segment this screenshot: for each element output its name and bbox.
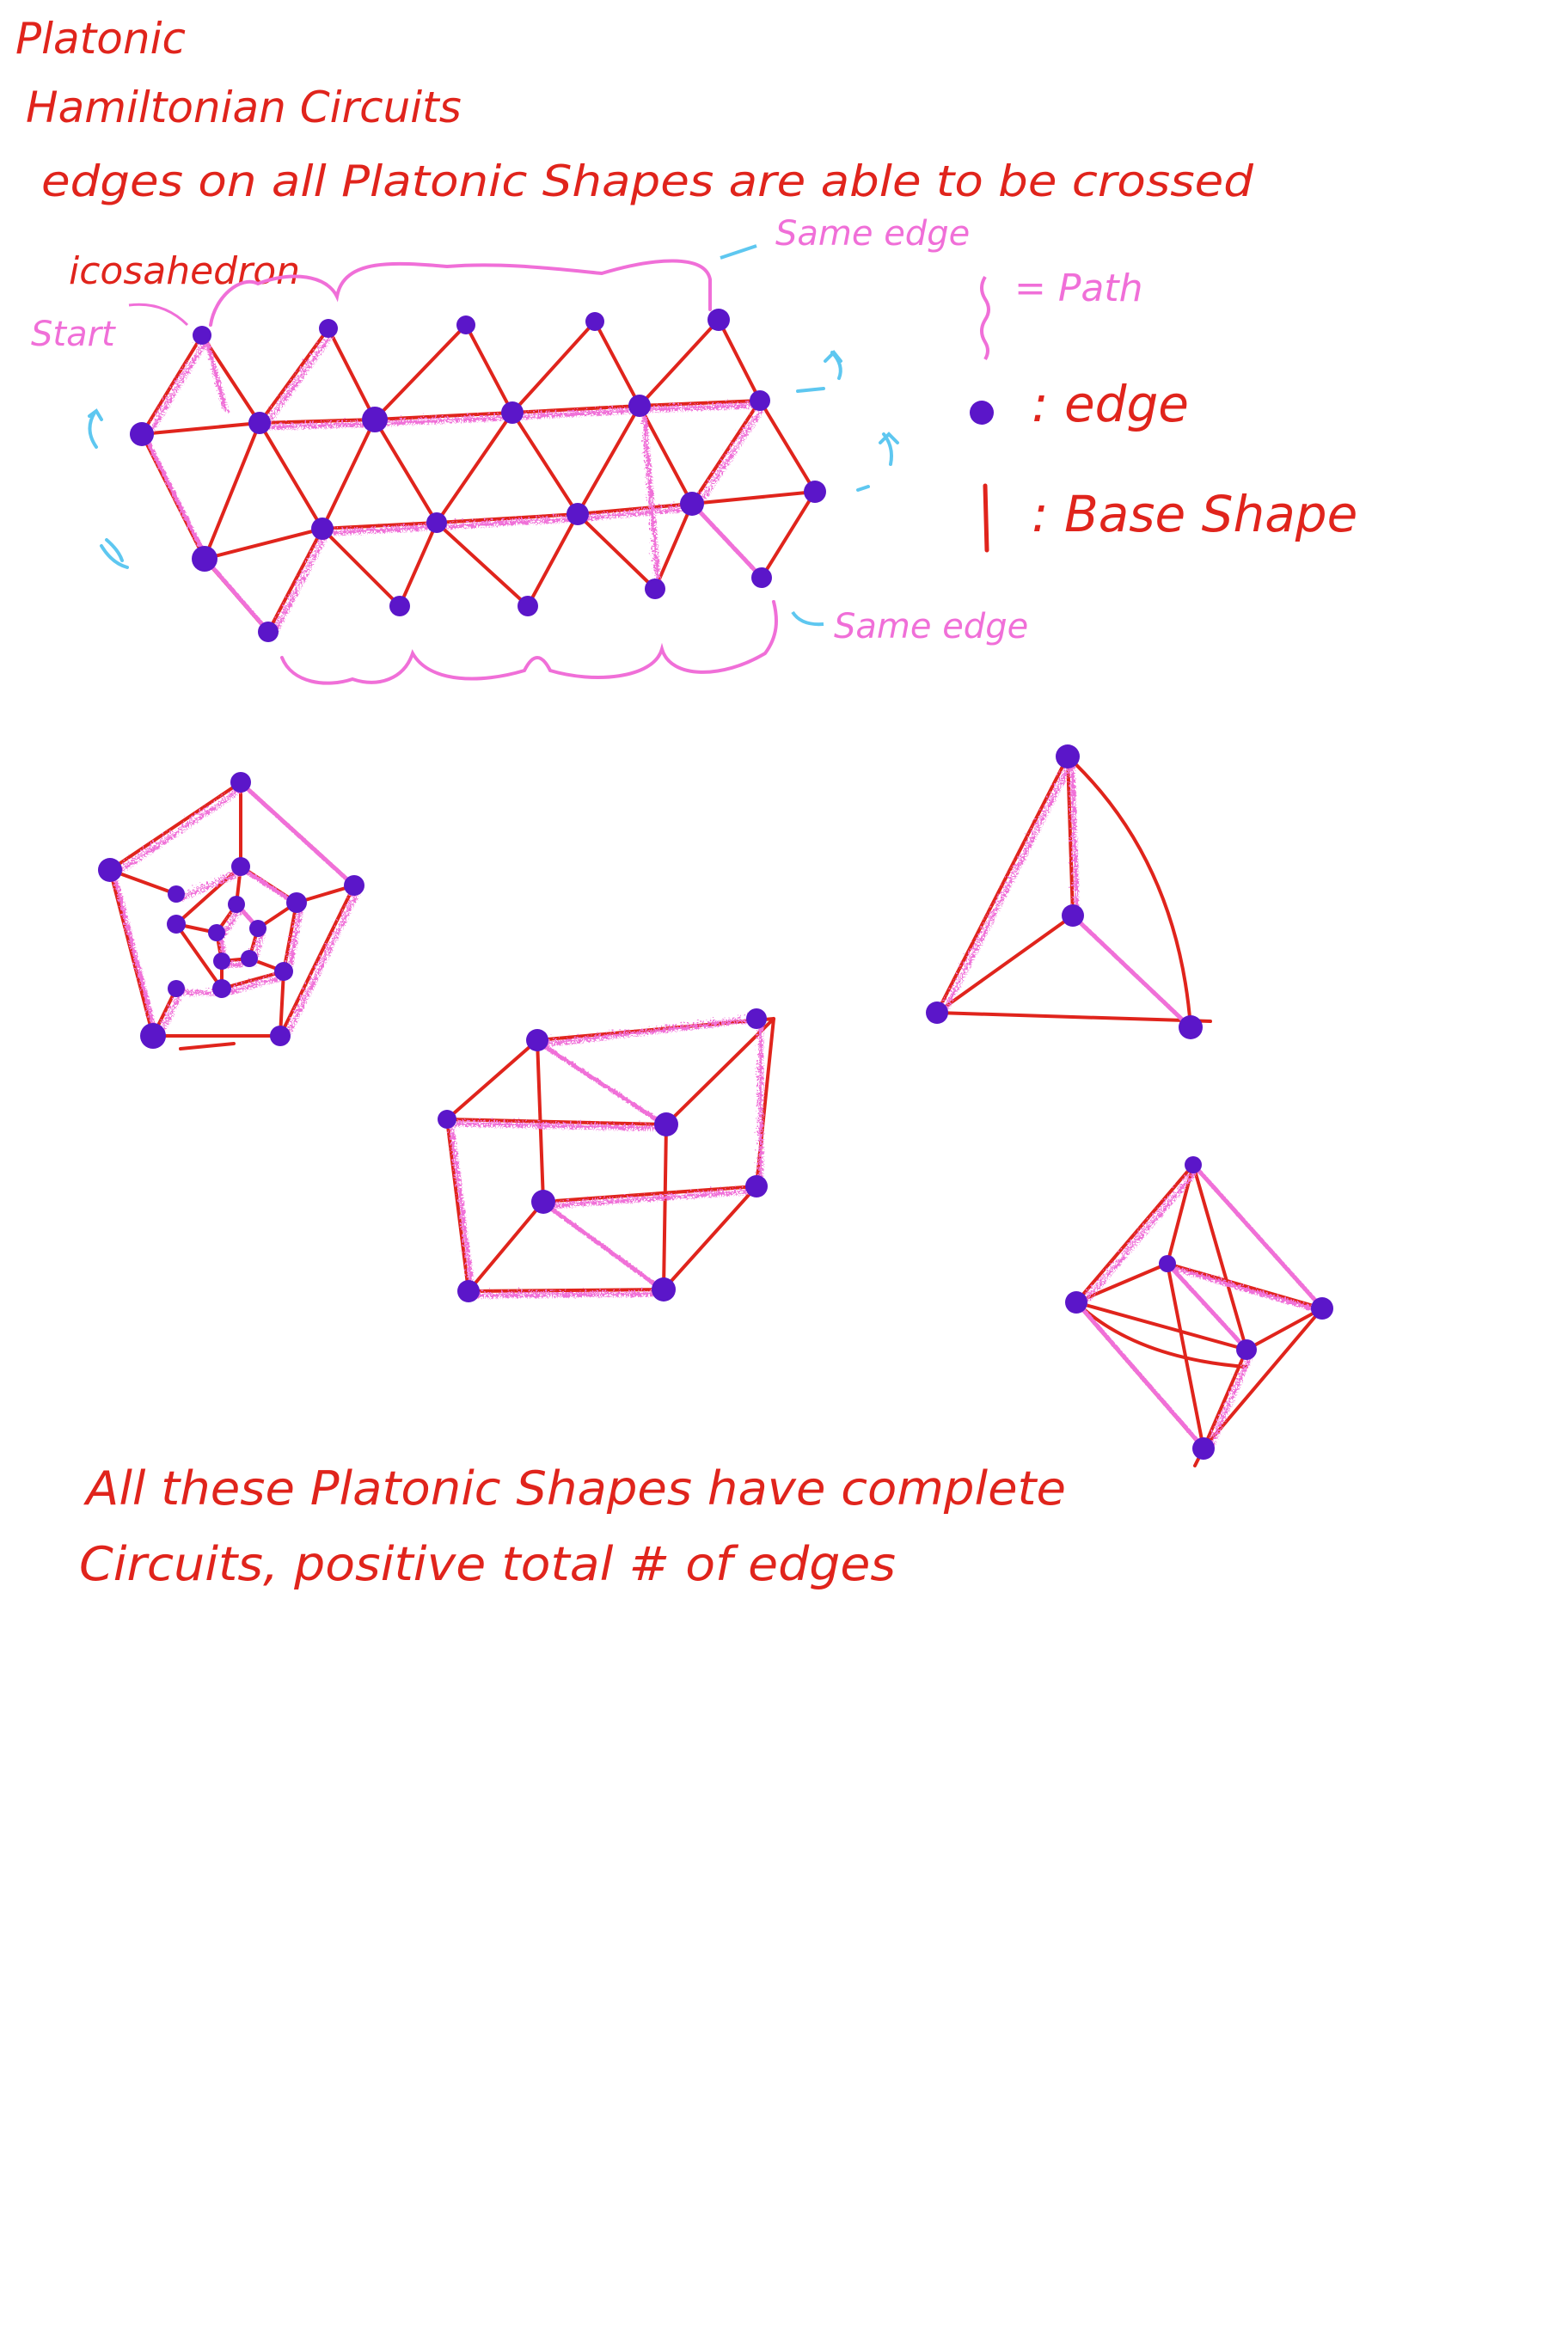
notes-subtitle: Hamiltonian Circuits bbox=[26, 83, 462, 132]
icosahedron-net: icosahedron Start Same edge Same edge bbox=[31, 214, 1028, 685]
icosahedron-same-edge-brackets bbox=[209, 259, 778, 685]
heading-notes: Platonic Hamiltonian Circuits edges on a… bbox=[15, 14, 1253, 206]
dodecahedron-vertices bbox=[98, 772, 364, 1049]
conclusion-line-2: Circuits, positive total # of edges bbox=[79, 1537, 896, 1591]
icosahedron-rotation-arrows bbox=[88, 350, 899, 569]
notes-statement: edges on all Platonic Shapes are able to… bbox=[41, 156, 1253, 206]
start-label: Start bbox=[31, 315, 116, 354]
notes-title: Platonic bbox=[15, 14, 186, 64]
tetrahedron-hamilton-path bbox=[934, 755, 1193, 1030]
legend-vertex-swatch bbox=[970, 401, 994, 425]
same-edge-top-label: Same edge bbox=[775, 214, 970, 254]
tetrahedron bbox=[926, 744, 1212, 1039]
legend-path: = Path bbox=[980, 266, 1143, 361]
legend: = Path : edge : Base Shape bbox=[970, 266, 1357, 553]
icosahedron-vertices bbox=[130, 309, 826, 642]
conclusion-notes: All these Platonic Shapes have complete … bbox=[79, 1461, 1066, 1591]
legend-vertex-label: : edge bbox=[1032, 375, 1189, 433]
rotate-arrow-left-bottom bbox=[100, 538, 129, 569]
octahedron bbox=[1065, 1156, 1333, 1467]
legend-path-swatch bbox=[980, 275, 990, 361]
icosahedron-hamilton-path bbox=[139, 326, 764, 634]
icosahedron-base-edges bbox=[140, 318, 817, 635]
conclusion-line-1: All these Platonic Shapes have complete bbox=[83, 1461, 1066, 1516]
start-pointer bbox=[128, 303, 189, 327]
octahedron-hamilton-path bbox=[1074, 1162, 1325, 1451]
rotate-arrow-right-bottom bbox=[856, 432, 899, 492]
legend-base: : Base Shape bbox=[983, 483, 1357, 553]
same-edge-bottom-pointer bbox=[791, 610, 824, 627]
same-edge-bottom-label: Same edge bbox=[834, 607, 1028, 646]
legend-vertex: : edge bbox=[970, 375, 1189, 433]
cube bbox=[438, 1008, 775, 1302]
icosahedron-label: icosahedron bbox=[69, 249, 300, 293]
cube-hamilton-path bbox=[444, 1012, 759, 1294]
legend-base-label: : Base Shape bbox=[1032, 485, 1357, 543]
dodecahedron bbox=[98, 772, 364, 1050]
octahedron-base-edges bbox=[1075, 1163, 1324, 1467]
rotate-arrow-left-top bbox=[88, 408, 103, 449]
cube-vertices bbox=[438, 1008, 768, 1302]
same-edge-top-pointer bbox=[720, 244, 757, 260]
legend-path-label: = Path bbox=[1014, 266, 1143, 310]
legend-base-swatch bbox=[983, 483, 989, 553]
octahedron-vertices bbox=[1065, 1156, 1333, 1460]
tetrahedron-vertices bbox=[926, 744, 1203, 1039]
rotate-arrow-right-top bbox=[796, 350, 842, 393]
